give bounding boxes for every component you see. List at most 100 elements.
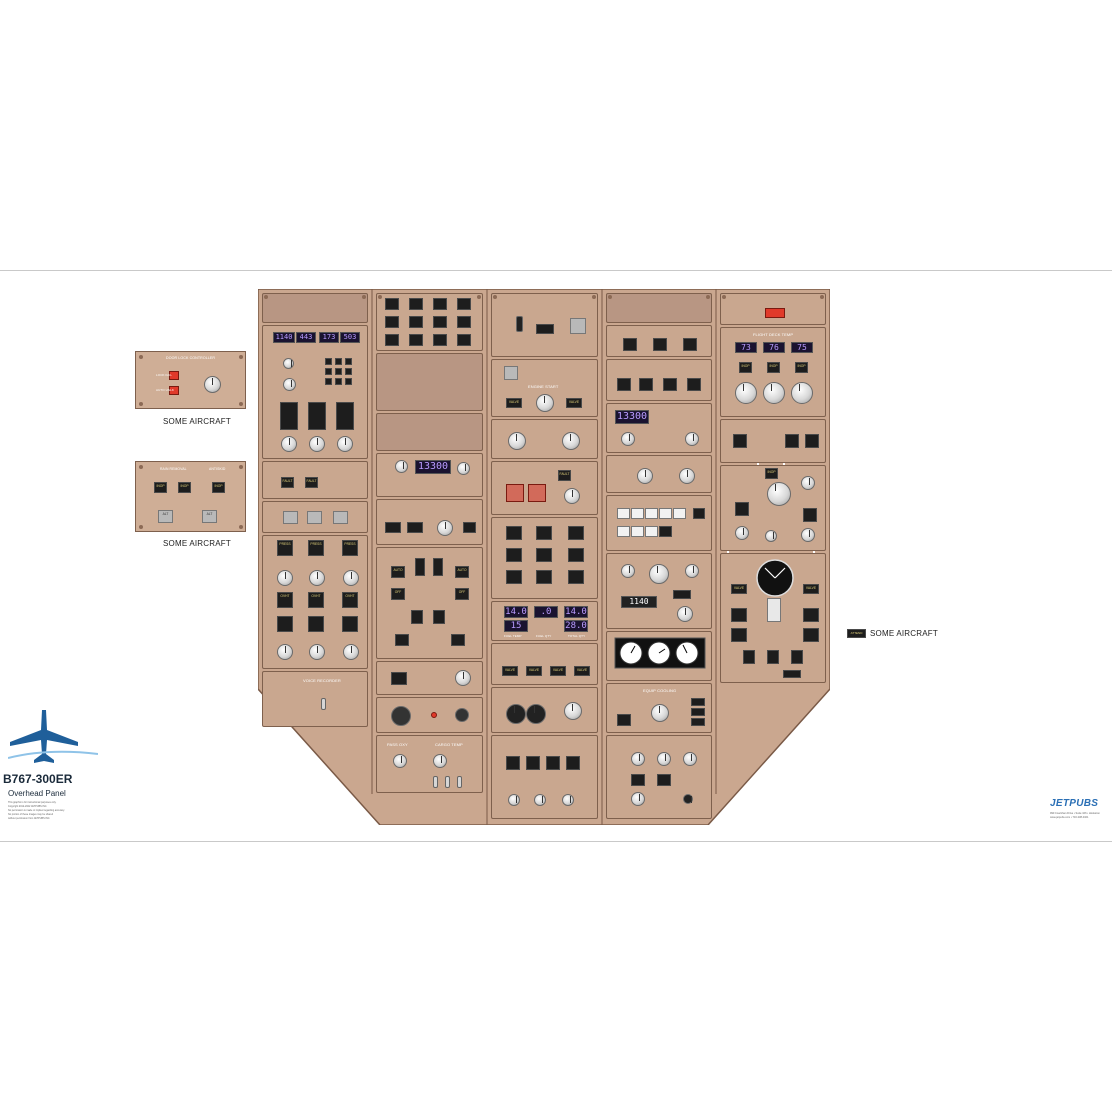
pass-oxy-knob-1[interactable] [393, 754, 407, 768]
temp-inop-1[interactable]: INOP [739, 362, 752, 373]
equip-cool-btn-1[interactable] [617, 714, 631, 726]
cargo-toggle-3[interactable] [457, 776, 462, 788]
recirc-fan-1[interactable] [785, 434, 799, 448]
hyd-knob-6[interactable] [343, 644, 359, 660]
cargo-fire-5[interactable] [673, 508, 686, 519]
cargo-fire-2[interactable] [631, 508, 644, 519]
cabin-temp-knob-2[interactable] [657, 752, 671, 766]
light-btn-9[interactable] [385, 334, 399, 346]
pack-inop[interactable]: INOP [765, 468, 778, 479]
cargo-fire-7[interactable] [631, 526, 644, 537]
engine-start-knob[interactable] [536, 394, 554, 412]
apu-selector-knob[interactable] [455, 670, 471, 686]
standby-inop-button[interactable] [463, 522, 476, 533]
engine-start-gray[interactable] [504, 366, 518, 380]
light-btn-6[interactable] [409, 316, 423, 328]
hyd-knob-1[interactable] [277, 570, 293, 586]
eng-heat-1[interactable] [617, 378, 631, 391]
pack-knob-small[interactable] [801, 476, 815, 490]
anti-ice-valve-3[interactable]: VALVE [550, 666, 566, 676]
keypad-key-1[interactable] [325, 358, 332, 365]
fuel-pump-l2[interactable] [506, 548, 522, 562]
ext-light-knob-3[interactable] [562, 794, 574, 806]
light-btn-3[interactable] [433, 298, 447, 310]
gen-switch-l[interactable] [415, 558, 425, 576]
altitude-knob-left-2[interactable] [457, 462, 470, 475]
hyd-press-3[interactable]: PRESS [342, 540, 358, 556]
cargo-fire-4[interactable] [659, 508, 672, 519]
temp-knob-2[interactable] [763, 382, 785, 404]
keypad-key-8[interactable] [335, 378, 342, 385]
alt-button-2[interactable]: ALT [202, 510, 217, 523]
pack-knob-c[interactable] [765, 530, 777, 542]
pack-temp-knob[interactable] [767, 482, 791, 506]
cargo-fire-1[interactable] [617, 508, 630, 519]
bleed-btn-3[interactable] [731, 628, 747, 642]
press-knob-r[interactable] [679, 468, 695, 484]
cargo-fire-6[interactable] [617, 526, 630, 537]
window-heat-1[interactable] [623, 338, 637, 351]
pack-knob-r[interactable] [801, 528, 815, 542]
light-btn-11[interactable] [433, 334, 447, 346]
bleed-valve-r[interactable]: VALVE [803, 584, 819, 594]
hyd-press-4[interactable] [277, 616, 293, 632]
cabin-alt-knob-2[interactable] [685, 432, 699, 446]
hyd-knob-2[interactable] [309, 570, 325, 586]
eng-heat-2[interactable] [639, 378, 653, 391]
apu-bleed-3[interactable] [791, 650, 803, 664]
equip-cool-btn-2[interactable] [691, 698, 705, 706]
ext-light-3[interactable] [546, 756, 560, 770]
apu-gen-button[interactable] [391, 672, 407, 685]
landing-alt-knob-2[interactable] [649, 564, 669, 584]
light-btn-10[interactable] [409, 334, 423, 346]
cabin-temp-btn-2[interactable] [657, 774, 671, 786]
wiper-knob[interactable] [564, 702, 582, 720]
fuel-pump-r3[interactable] [568, 570, 584, 584]
window-heat-3[interactable] [683, 338, 697, 351]
gen-switch-r[interactable] [433, 558, 443, 576]
fire-test-knob[interactable] [564, 488, 580, 504]
landing-alt-knob-1[interactable] [621, 564, 635, 578]
hyd-press-1[interactable]: PRESS [277, 540, 293, 556]
fire-fault-button[interactable]: FAULT [558, 470, 571, 481]
cargo-fire-disch[interactable] [659, 526, 672, 537]
yaw-damper-r-inop[interactable]: FAULT [305, 477, 318, 488]
yaw-damper-l-inop[interactable]: FAULT [281, 477, 294, 488]
irs-mode-knob-c[interactable] [309, 436, 325, 452]
ext-light-2[interactable] [526, 756, 540, 770]
elec-alt-button-1[interactable] [283, 511, 298, 524]
main-bat-button[interactable] [385, 522, 401, 533]
recorder-headset-jack[interactable] [455, 708, 469, 722]
light-btn-5[interactable] [385, 316, 399, 328]
fuel-pump-l3[interactable] [506, 570, 522, 584]
fuel-pump-c2[interactable] [536, 548, 552, 562]
fuel-pump-r1[interactable] [568, 526, 584, 540]
fuel-pump-r2[interactable] [568, 548, 584, 562]
recorder-red-button[interactable] [431, 712, 437, 718]
landing-auto-inop[interactable] [673, 590, 691, 599]
apu-bleed-2[interactable] [767, 650, 779, 664]
isolation-valve[interactable] [767, 598, 781, 622]
recirc-fan-2[interactable] [805, 434, 819, 448]
engine-valve-r[interactable]: VALVE [566, 398, 582, 408]
gen-off-r[interactable]: OFF [455, 588, 469, 600]
irs-mode-knob-l[interactable] [281, 436, 297, 452]
apu-bat-button[interactable] [407, 522, 423, 533]
cargo-fire-8[interactable] [645, 526, 658, 537]
rain-inop-button-1[interactable]: INOP [154, 482, 167, 493]
utility-bus-1[interactable] [411, 610, 423, 624]
equip-cool-btn-3[interactable] [691, 708, 705, 716]
fire-handle-r[interactable] [528, 484, 546, 502]
trim-air-btn[interactable] [733, 434, 747, 448]
hyd-ovht-3[interactable]: OVHT [342, 592, 358, 608]
keypad-key-5[interactable] [335, 368, 342, 375]
cargo-temp-knob[interactable] [433, 754, 447, 768]
utility-bus-2[interactable] [433, 610, 445, 624]
bleed-btn-1[interactable] [731, 608, 747, 622]
elec-alt-button-3[interactable] [333, 511, 348, 524]
cabin-temp-knob-4[interactable] [631, 792, 645, 806]
keypad-key-9[interactable] [345, 378, 352, 385]
bleed-btn-2[interactable] [803, 608, 819, 622]
eng-heat-3[interactable] [663, 378, 677, 391]
keypad-key-3[interactable] [345, 358, 352, 365]
